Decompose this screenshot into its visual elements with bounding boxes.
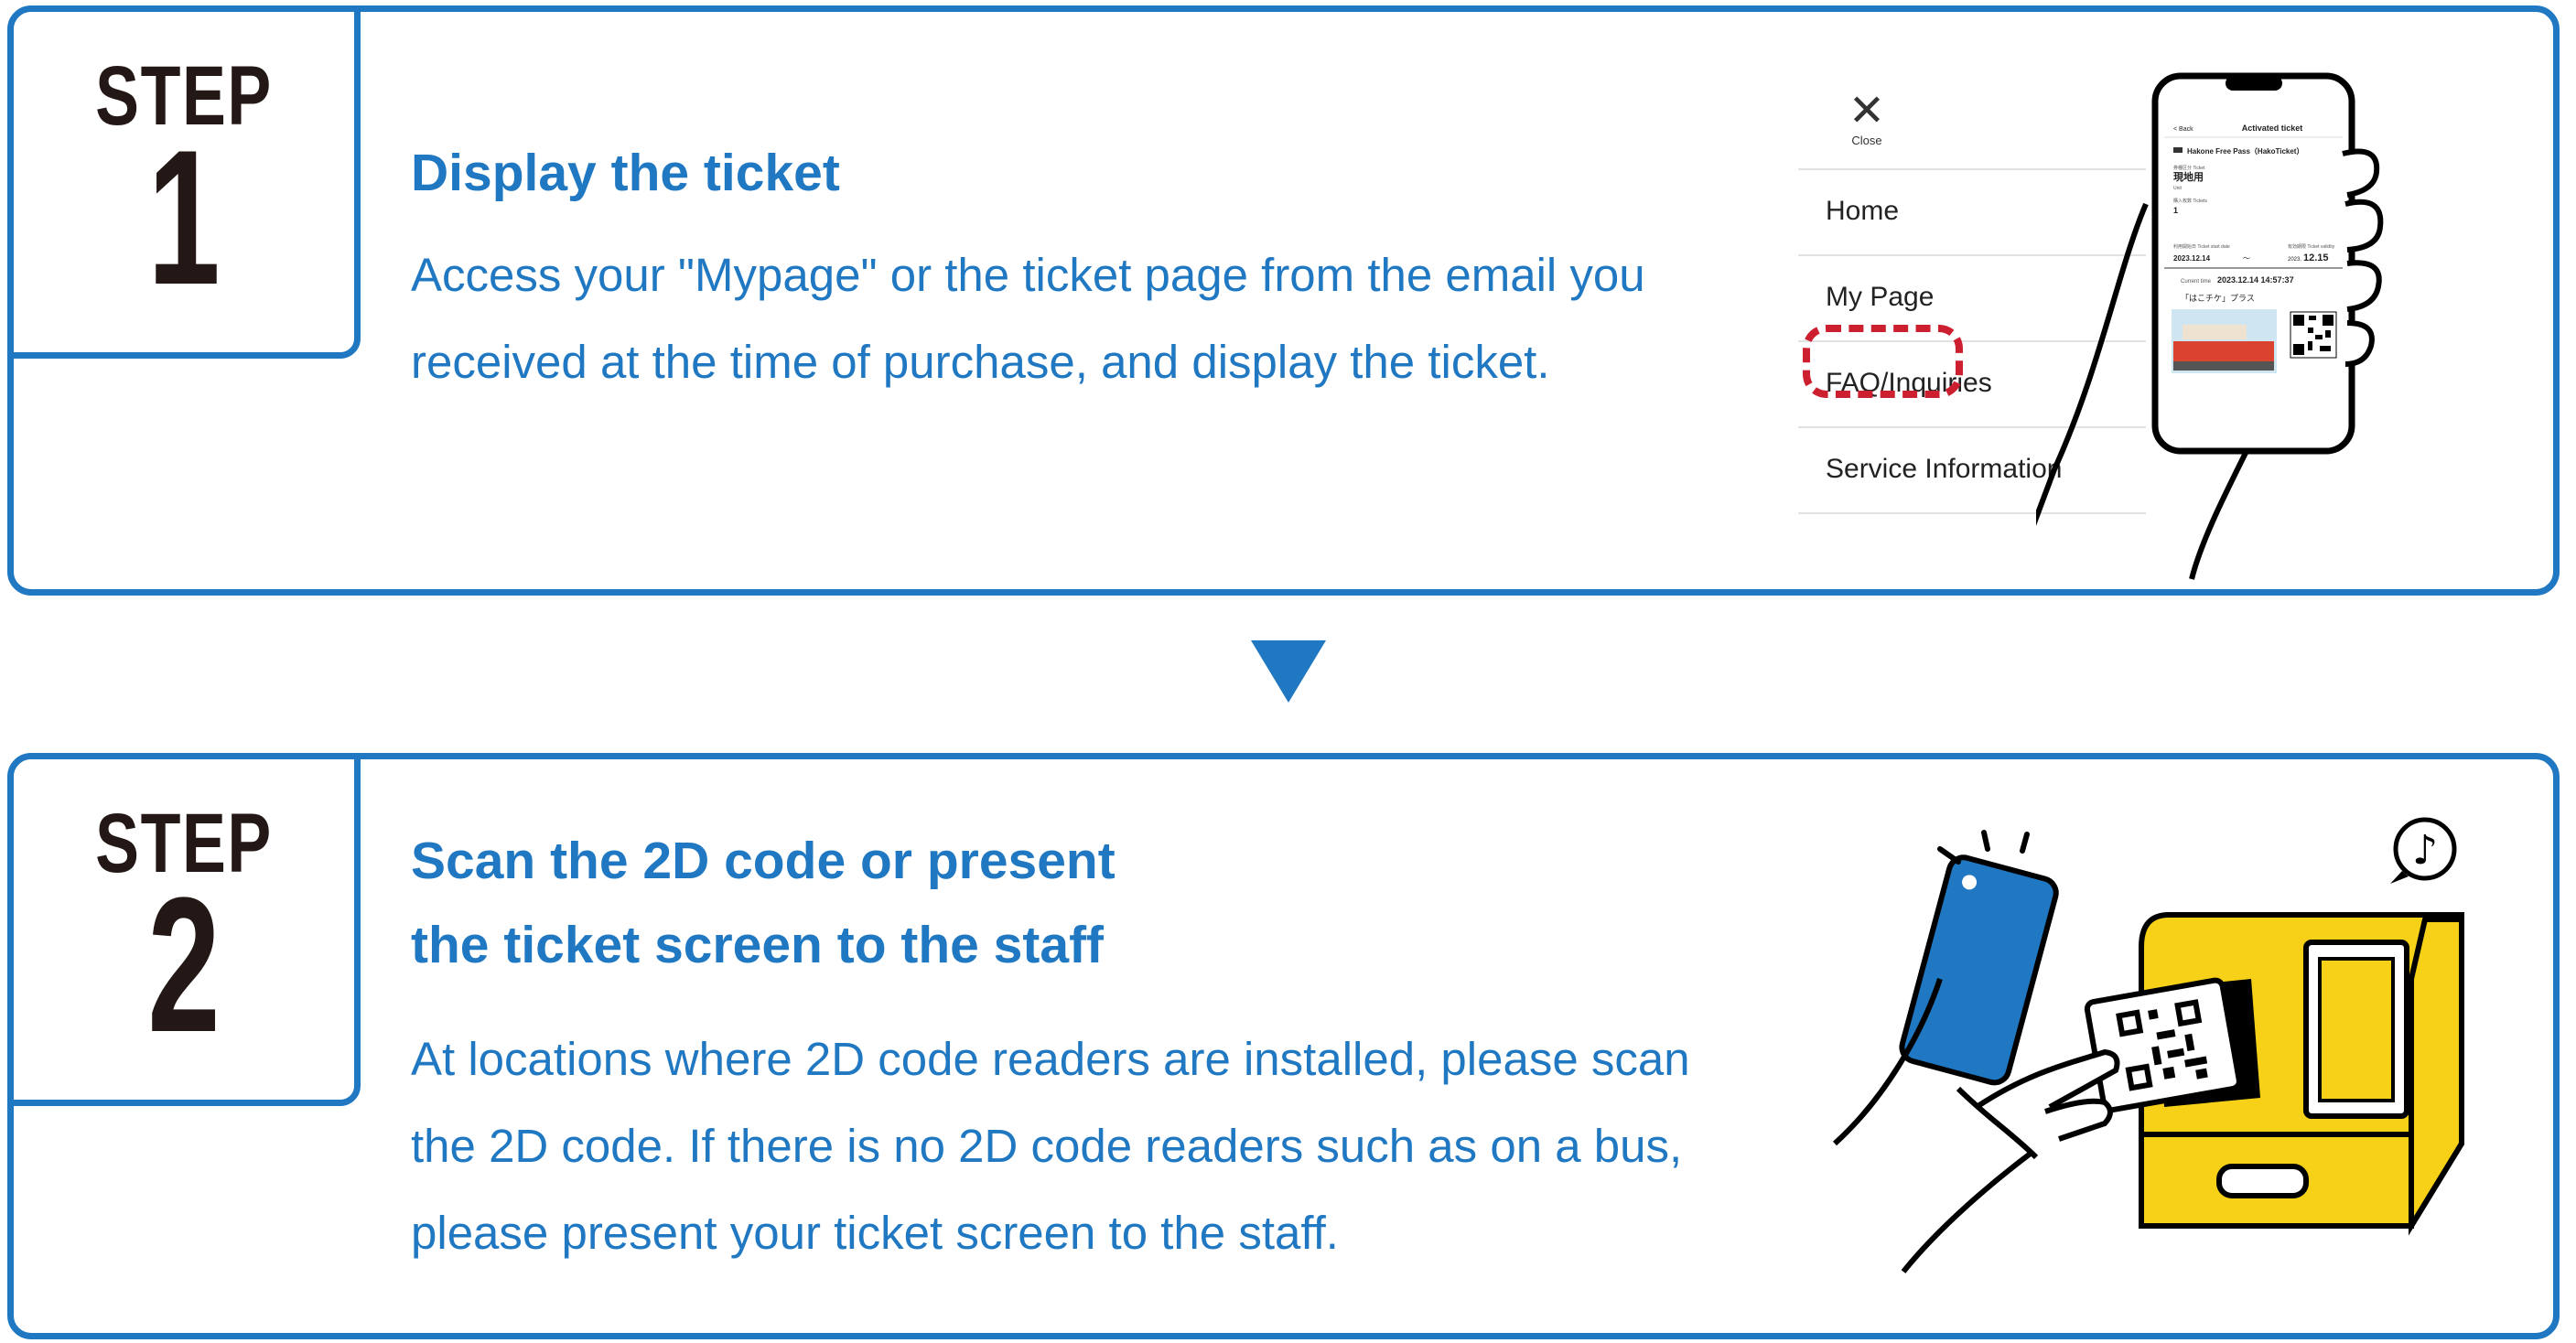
svg-text:購入枚数 Tickets: 購入枚数 Tickets	[2173, 198, 2208, 204]
menu-item-home: Home	[1798, 168, 2146, 254]
svg-text:1: 1	[2173, 206, 2178, 215]
close-label: Close	[1851, 134, 1882, 147]
step-2-card: STEP 2 Scan the 2D code or present the t…	[7, 753, 2560, 1339]
qr-code-icon	[2290, 311, 2337, 359]
svg-text:「はこチケ」プラス: 「はこチケ」プラス	[2181, 294, 2255, 303]
step-2-description: At locations where 2D code readers are i…	[411, 1033, 1690, 1259]
step-2-badge: STEP 2	[14, 759, 361, 1106]
menu-item-my-page: My Page	[1798, 254, 2146, 340]
svg-text:Activated ticket: Activated ticket	[2242, 124, 2303, 133]
step-label: STEP	[95, 797, 273, 890]
svg-text:Current time: Current time	[2181, 279, 2212, 285]
step-2-title-line-2: the ticket screen to the staff	[411, 916, 1105, 974]
svg-text:利用開始日 Ticket start date: 利用開始日 Ticket start date	[2173, 243, 2230, 250]
svg-text:2023.: 2023.	[2288, 257, 2301, 263]
svg-text:2023.12.14 14:57:37: 2023.12.14 14:57:37	[2217, 275, 2294, 285]
my-page-highlight	[1803, 325, 1963, 398]
svg-text:♪: ♪	[2412, 827, 2438, 874]
step-1-description: Access your "Mypage" or the ticket page …	[411, 249, 1645, 388]
close-icon: ✕	[1848, 87, 1886, 135]
screen-back: < Back	[2173, 126, 2193, 133]
music-note-icon: ♪	[2390, 817, 2457, 884]
down-arrow-icon	[1251, 640, 1326, 703]
svg-text:券種区分 Ticket: 券種区分 Ticket	[2173, 165, 2205, 171]
svg-text:2023.12.14: 2023.12.14	[2173, 254, 2211, 263]
step-2-title-line-1: Scan the 2D code or present	[411, 832, 1116, 890]
close-button: ✕ Close	[1839, 87, 1894, 148]
svg-text:〜: 〜	[2243, 254, 2250, 263]
step-1-card: STEP 1 Display the ticket Access your "M…	[7, 5, 2560, 596]
svg-text:12.15: 12.15	[2303, 252, 2329, 263]
step-1-badge: STEP 1	[14, 12, 361, 359]
code-reader-illustration: ♪	[1832, 817, 2464, 1273]
svg-text:現地用: 現地用	[2173, 170, 2204, 183]
step-label: STEP	[95, 49, 273, 143]
svg-text:Hakone Free Pass（HakoTicket）: Hakone Free Pass（HakoTicket）	[2187, 146, 2303, 156]
menu-item-service-information: Service Information	[1798, 426, 2146, 514]
svg-text:有効期限 Ticket validity: 有効期限 Ticket validity	[2288, 243, 2335, 250]
step-1-title: Display the ticket	[411, 144, 840, 202]
step-number: 1	[147, 110, 221, 325]
menu-illustration: ✕ Close Home My Page FAQ/Inquiries Servi…	[1798, 81, 2146, 520]
svg-text:Unit: Unit	[2173, 186, 2183, 191]
step-number: 2	[147, 857, 221, 1072]
step-2-title: Scan the 2D code or present the ticket s…	[411, 819, 1417, 987]
phone-in-hand-illustration: < Back Activated ticket Hakone Free Pass…	[2036, 72, 2384, 580]
